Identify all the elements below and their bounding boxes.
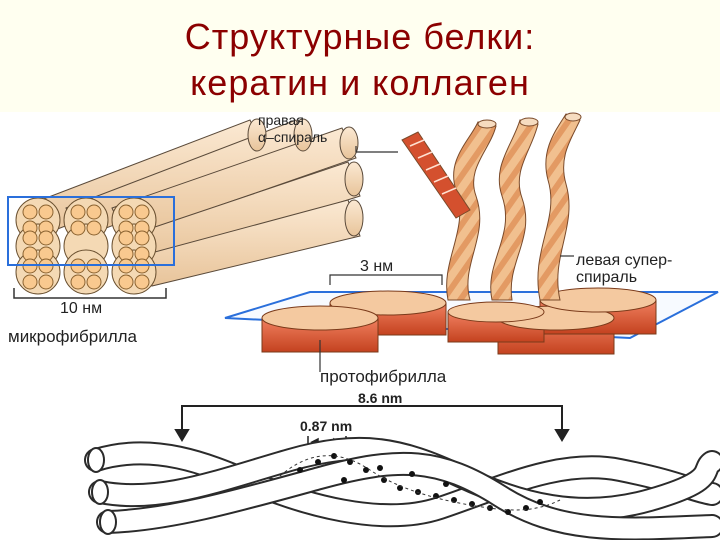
microfibril-bundle [7, 118, 364, 299]
dim-86nm-bracket [174, 405, 570, 442]
label-0-87nm: 0.87 nm [300, 418, 353, 434]
coiled-coil-figure [224, 112, 719, 372]
label-3nm: 3 нм [360, 258, 394, 275]
title-line-2: кератин и коллаген [190, 62, 530, 103]
label-left-super-line-2: спираль [576, 269, 638, 286]
dim-3nm-bracket [329, 274, 443, 285]
helix-strands [84, 436, 720, 540]
rope-top-cap-2 [519, 117, 539, 127]
dim-10nm-bracket [13, 288, 167, 299]
right-alpha-callout [355, 146, 398, 153]
rope-top-cap-1 [477, 119, 497, 129]
alpha-helix-strand [401, 131, 471, 219]
label-8-6nm: 8.6 nm [358, 390, 403, 406]
label-microfibril: микрофибрилла [8, 327, 137, 346]
helix-strand-c-fill [98, 453, 720, 539]
label-right-alpha-line-1: правая [258, 112, 304, 128]
label-left-super: левая супер- спираль [576, 252, 672, 286]
helix-end-caps [87, 447, 117, 535]
triple-helix [84, 405, 720, 540]
ropes [401, 112, 582, 301]
callout-lines [319, 146, 574, 372]
label-left-super-line-1: левая супер- [576, 252, 673, 269]
helix-strand-a-fill [86, 443, 720, 526]
label-protofibril: протофибрилла [320, 367, 447, 386]
title-line-1: Структурные белки: [184, 16, 536, 57]
label-10nm: 10 нм [60, 300, 103, 317]
residue-trace [279, 455, 561, 511]
protofibril-disks [261, 287, 657, 355]
label-right-alpha: правая α–спираль [258, 112, 327, 146]
microfibril-highlight-box [7, 196, 175, 266]
microfibril-end-faces [15, 197, 157, 295]
rope-middle [490, 119, 539, 301]
rope-top-cap-3 [564, 112, 582, 122]
slide-title: Структурные белки: кератин и коллаген [0, 14, 720, 106]
rope-right [537, 113, 581, 301]
label-right-alpha-line-2: α–спираль [258, 129, 328, 145]
alpha-helix-stripes [409, 139, 457, 195]
residue-dots [297, 453, 543, 515]
title-band [0, 0, 720, 112]
